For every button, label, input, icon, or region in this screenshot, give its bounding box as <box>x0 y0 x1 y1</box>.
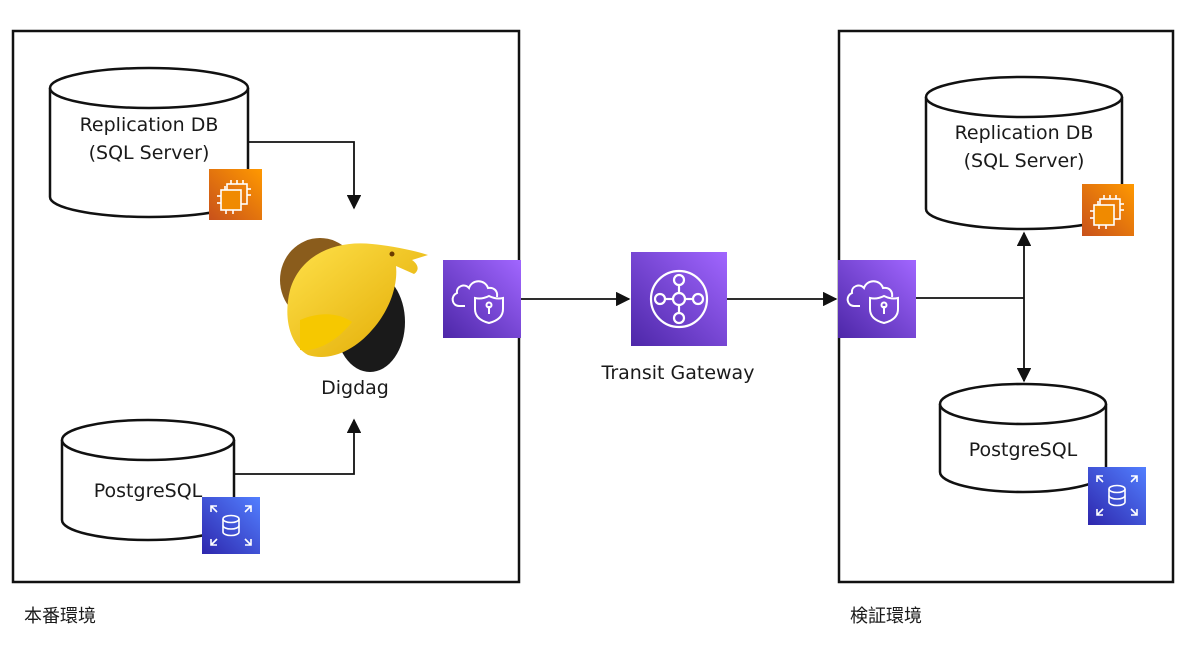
prod-replication-db-line1: Replication DB <box>79 114 219 136</box>
verif-replication-db-line1: Replication DB <box>954 122 1094 144</box>
production-environment-label: 本番環境 <box>24 606 96 627</box>
vpc-cloud-shield-icon <box>838 260 916 338</box>
ec2-chip-icon <box>209 169 262 220</box>
replication-to-digdag-arrow <box>248 141 362 210</box>
prod-replication-db-line2: (SQL Server) <box>88 141 210 164</box>
transit-gateway-hub-icon <box>631 252 727 346</box>
verification-postgres-cylinder <box>938 382 1108 494</box>
digdag-bird-logo <box>280 238 428 372</box>
verif-replication-db-line2: (SQL Server) <box>963 149 1085 172</box>
ec2-chip-icon <box>1082 184 1134 236</box>
verif-replication-db-label: Replication DB (SQL Server) <box>926 120 1122 175</box>
verification-replication-db-cylinder <box>924 75 1124 231</box>
prod-postgres-label: PostgreSQL <box>93 480 203 502</box>
prod-replication-db-label: Replication DB (SQL Server) <box>50 112 248 167</box>
verif-postgres-label: PostgreSQL <box>968 439 1078 461</box>
connectors <box>234 141 1032 475</box>
verification-environment-label: 検証環境 <box>850 606 922 627</box>
production-postgres-cylinder <box>60 418 236 542</box>
vpc-cloud-shield-icon <box>443 260 521 338</box>
postgres-to-digdag-arrow <box>234 418 362 475</box>
digdag-label: Digdag <box>321 377 389 399</box>
rds-database-icon <box>1088 467 1146 525</box>
transit-gateway-label: Transit Gateway <box>601 362 755 384</box>
rds-database-icon <box>202 497 260 554</box>
